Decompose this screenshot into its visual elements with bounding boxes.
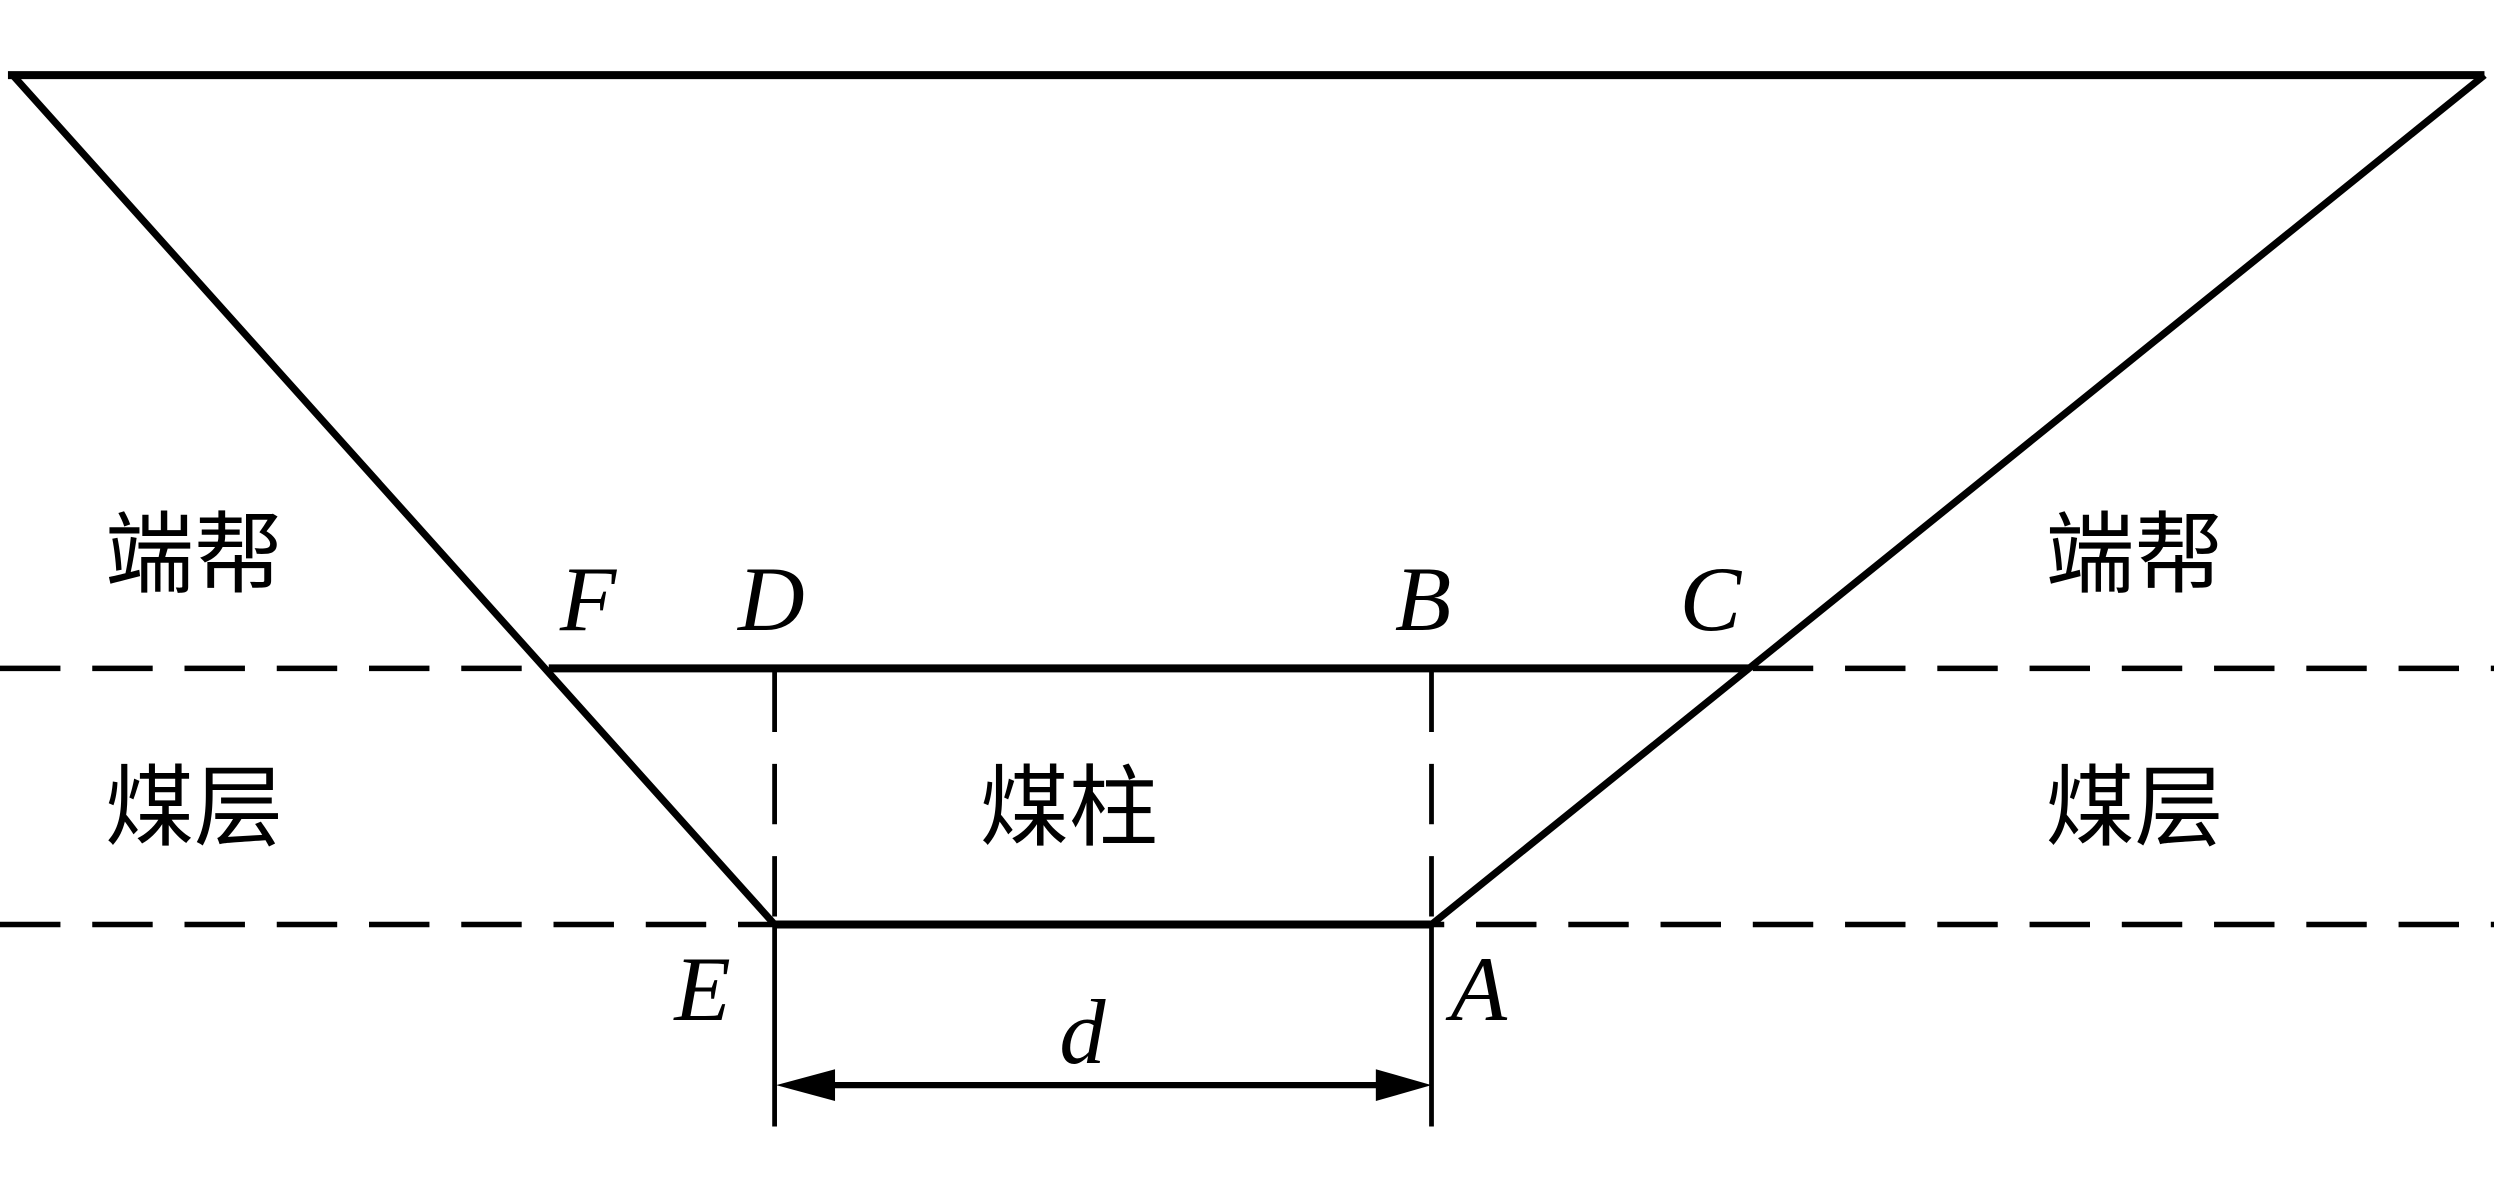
point-label-D: D	[736, 548, 805, 650]
label-end-wall-left: 端帮	[105, 504, 283, 608]
point-label-C: C	[1680, 548, 1743, 650]
label-coal-seam-left: 煤层	[105, 757, 283, 861]
label-end-wall-right: 端帮	[2045, 504, 2223, 608]
left-slope-line	[10, 72, 778, 927]
arrowhead-left	[776, 1069, 836, 1102]
point-label-E: E	[672, 938, 730, 1040]
right-slope-line	[1429, 72, 2487, 928]
point-label-A: A	[1445, 938, 1508, 1040]
label-coal-pillar: 煤柱	[980, 757, 1158, 861]
point-label-F: F	[559, 548, 618, 650]
label-coal-seam-right: 煤层	[2045, 757, 2223, 861]
dimension-label-d: d	[1059, 981, 1106, 1083]
arrowhead-right	[1375, 1069, 1432, 1102]
point-label-B: B	[1395, 548, 1451, 650]
